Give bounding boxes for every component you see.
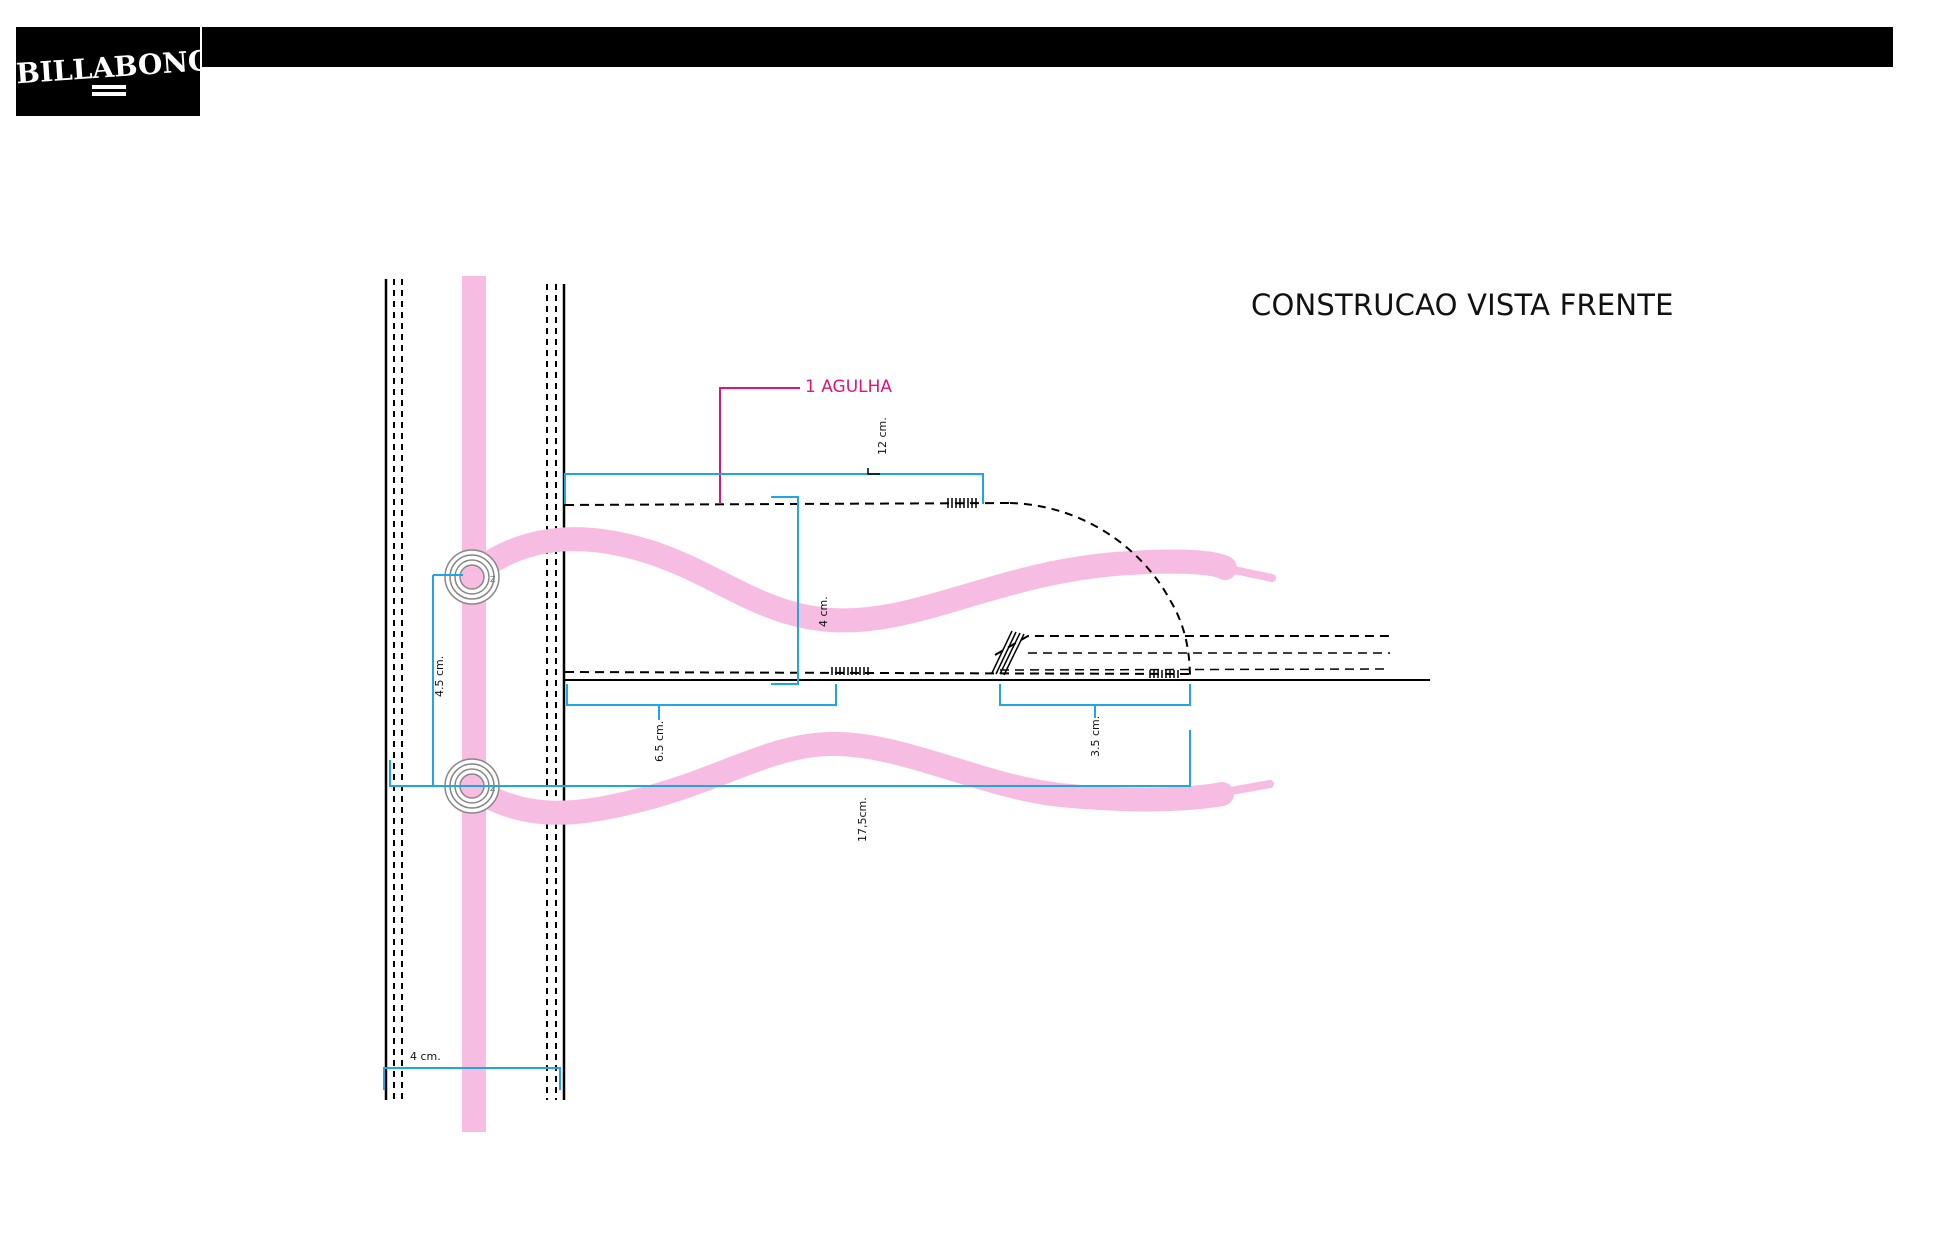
callout-leader <box>719 387 800 504</box>
svg-text:Z: Z <box>490 575 496 584</box>
dim-6-5cm <box>566 684 837 706</box>
eyelet-upper: Z <box>444 549 500 605</box>
dimension-lines <box>383 473 1191 1090</box>
dim-3-5cm <box>999 684 1191 706</box>
bartacks <box>831 498 1179 678</box>
brand-logo: BILLABONG <box>15 27 213 116</box>
dim-label-band-4cm: 4 cm. <box>410 1050 441 1063</box>
waistband <box>384 279 566 1100</box>
dim-label-6-5cm: 6.5 cm. <box>653 720 666 762</box>
callout-label: 1 AGULHA <box>805 377 893 397</box>
drawcord-upper-tip <box>1211 562 1276 582</box>
drawcord-lower <box>458 731 1234 825</box>
dim-label-12cm: 12 cm. <box>876 417 889 455</box>
drawcord-channel <box>462 276 486 1132</box>
svg-text:Z: Z <box>490 784 496 793</box>
dim-band-4cm <box>383 1067 561 1090</box>
fly-construction <box>564 502 1430 681</box>
drawcord-upper <box>458 527 1237 633</box>
dim-17-5cm <box>389 730 1191 787</box>
logo-icon <box>92 85 126 105</box>
dim-label-3-5cm: 3.5 cm. <box>1089 715 1102 757</box>
dim-label-4cm: 4 cm. <box>817 596 830 627</box>
drawcord-lower-tip <box>1210 780 1274 798</box>
diagram-title: CONSTRUCAO VISTA FRENTE <box>1251 288 1674 322</box>
dim-label-17-5cm: 17,5cm. <box>856 797 869 842</box>
dim-12cm <box>564 473 984 504</box>
dim-label-4-5cm: 4.5 cm. <box>433 655 446 697</box>
header-bar <box>202 27 1893 67</box>
dim-4cm <box>771 496 799 685</box>
